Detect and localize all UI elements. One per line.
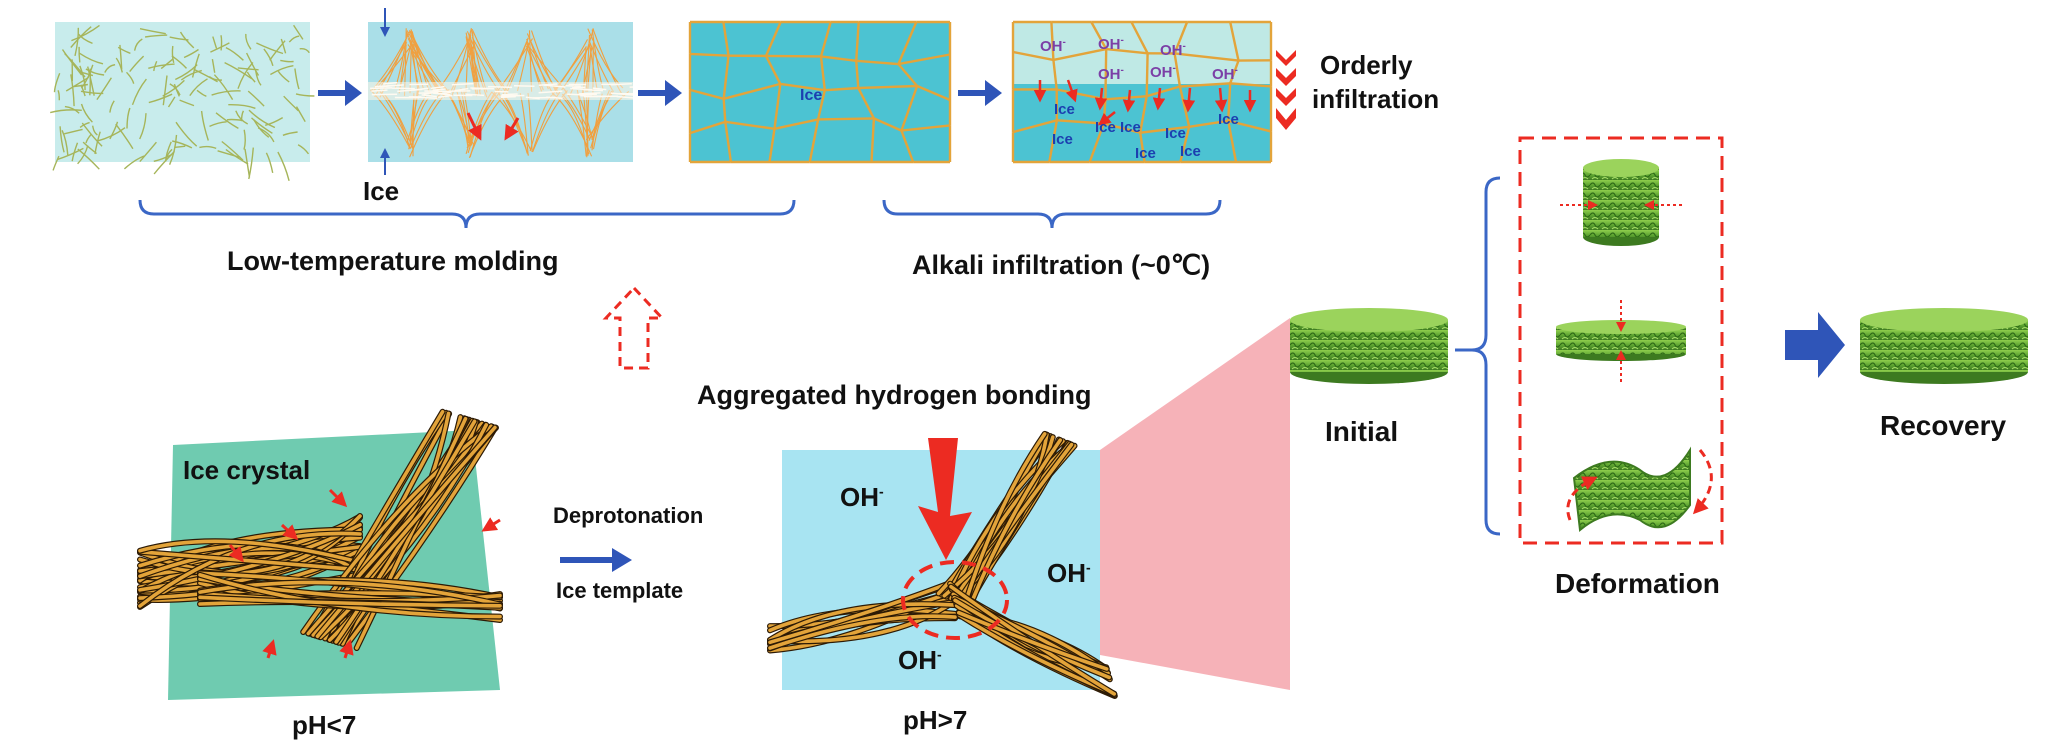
- process-arrow-2: [638, 80, 682, 106]
- low-temperature-molding-label: Low-temperature molding: [227, 248, 559, 275]
- ph-gt7-label: pH>7: [903, 707, 967, 733]
- infiltration-ice-label: Ice: [1120, 120, 1141, 135]
- infiltration-oh-label: OH-: [1212, 66, 1238, 82]
- panel-random-fibers: [50, 22, 314, 181]
- recovery-label: Recovery: [1880, 412, 2006, 440]
- foam-recovery: [1860, 308, 2028, 384]
- orderly-label-1: Orderly: [1320, 52, 1413, 78]
- foam-compressed-side: [1560, 159, 1682, 246]
- oh-bottom-label: OH-: [898, 647, 942, 673]
- infiltration-ice-label: Ice: [1180, 144, 1201, 159]
- initial-label: Initial: [1325, 418, 1398, 446]
- oh-left-label: OH-: [840, 484, 884, 510]
- deprotonation-arrow: [560, 548, 632, 572]
- orderly-chevrons: [1276, 50, 1296, 130]
- foam-compressed-top: [1556, 300, 1686, 382]
- dashed-up-arrow: [606, 288, 662, 368]
- infiltration-oh-label: OH-: [1160, 42, 1186, 58]
- panel-ice-templating: [368, 8, 647, 175]
- bracket-low-temperature: [140, 200, 794, 228]
- infiltration-oh-label: OH-: [1040, 38, 1066, 54]
- ph-lt7-label: pH<7: [292, 712, 356, 738]
- infiltration-ice-label: Ice: [1054, 102, 1075, 117]
- infiltration-ice-label: Ice: [1218, 112, 1239, 127]
- ice-crystal-label: Ice crystal: [183, 457, 310, 483]
- orderly-label-2: infiltration: [1312, 86, 1439, 112]
- bracket-alkali: [884, 200, 1220, 228]
- process-arrow-1: [318, 80, 362, 106]
- bracket-deformation: [1455, 178, 1500, 534]
- oh-right-label: OH-: [1047, 560, 1091, 586]
- recovery-arrow: [1785, 312, 1845, 378]
- infiltration-ice-label: Ice: [1095, 120, 1116, 135]
- alkali-infiltration-label: Alkali infiltration (~0℃): [912, 252, 1210, 279]
- infiltration-ice-label: Ice: [1135, 146, 1156, 161]
- infiltration-ice-label: Ice: [1165, 126, 1186, 141]
- deformation-label: Deformation: [1555, 570, 1720, 598]
- ice-cell-label: Ice: [800, 88, 822, 104]
- ice-arrow-label: Ice: [363, 178, 399, 204]
- ice-template-label: Ice template: [556, 580, 683, 602]
- foam-twisted: [1568, 450, 1712, 530]
- infiltration-oh-label: OH-: [1098, 66, 1124, 82]
- aggregated-hydrogen-bonding-label: Aggregated hydrogen bonding: [697, 382, 1091, 409]
- foam-initial: [1290, 308, 1448, 384]
- infiltration-oh-label: OH-: [1098, 36, 1124, 52]
- infiltration-ice-label: Ice: [1052, 132, 1073, 147]
- process-arrow-3: [958, 80, 1002, 106]
- deprotonation-label: Deprotonation: [553, 505, 703, 527]
- infiltration-oh-label: OH-: [1150, 64, 1176, 80]
